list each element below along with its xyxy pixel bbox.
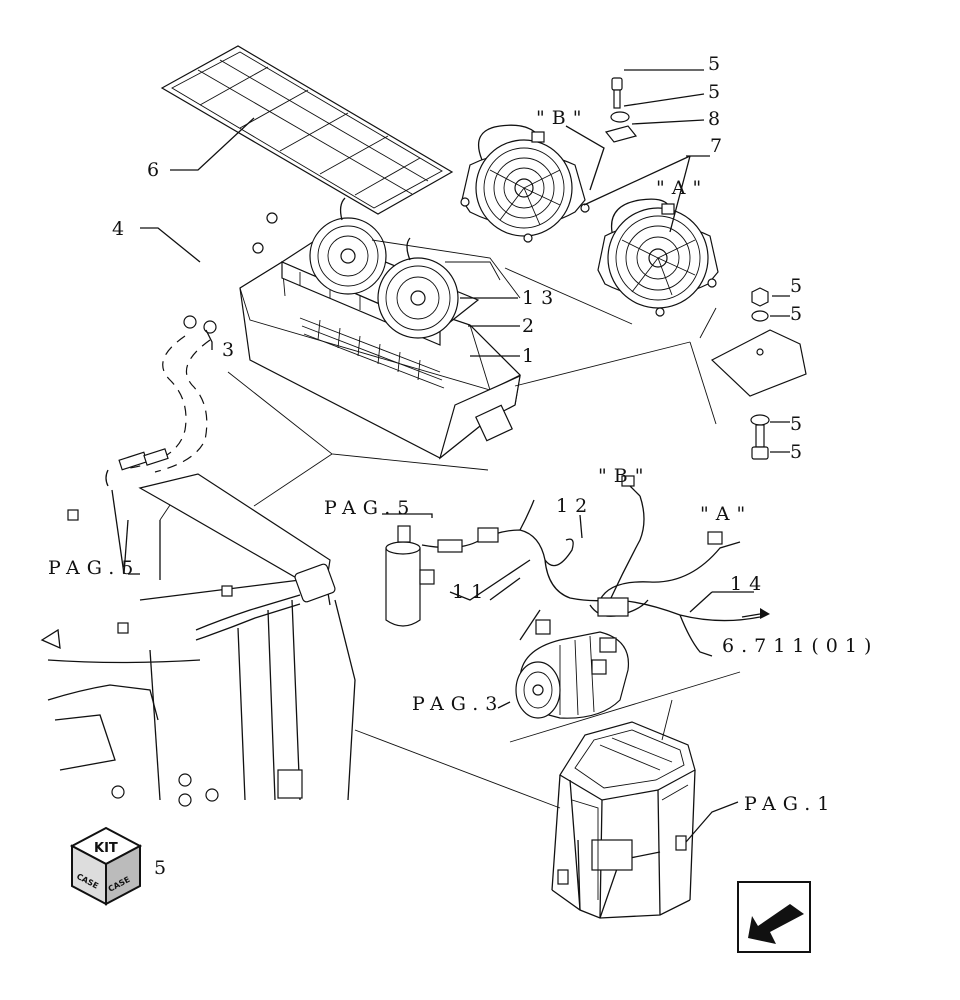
view-labels: "B" "A" "B" "A": [536, 107, 752, 525]
view-label-b-bottom: "B": [598, 465, 650, 487]
next-page-arrow-icon[interactable]: [737, 881, 811, 953]
callout-5-e: 5: [790, 413, 809, 435]
kit-badge-label: KIT: [94, 841, 118, 856]
page-ref-pag1[interactable]: PAG.1: [744, 793, 836, 815]
bolt-stack-upper: [604, 77, 638, 143]
callout-5-a: 5: [708, 53, 727, 75]
fan-a-upper: [597, 198, 719, 317]
callout-5-f: 5: [790, 441, 809, 463]
fan-on-unit-1: [309, 197, 387, 295]
view-label-a-top: "A": [656, 177, 708, 199]
cab-left-partial: [40, 473, 356, 807]
kit-box-icon: KIT CASE CASE: [69, 826, 143, 906]
fan-b-upper: [460, 124, 590, 243]
page-ref-pag5-left[interactable]: PAG.5: [48, 557, 140, 579]
callout-5-b: 5: [708, 81, 727, 103]
detail-lines-lower: [111, 489, 754, 843]
hoses: [174, 212, 278, 334]
callout-5-d: 5: [790, 303, 809, 325]
callout-5-c: 5: [790, 275, 809, 297]
cab-full: [551, 721, 696, 919]
receiver-drier: [385, 525, 435, 627]
callout-7: 7: [710, 135, 729, 157]
ac-unit-housing: [239, 261, 521, 460]
callout-12: 12: [556, 495, 594, 517]
callout-6: 6: [147, 159, 166, 181]
callout-8: 8: [708, 108, 727, 130]
page-references: PAG.5 PAG.5 PAG.3 PAG.1 6.711(01): [48, 497, 878, 815]
callout-13: 13: [522, 287, 560, 309]
callout-2: 2: [522, 315, 541, 337]
page-ref-pag3[interactable]: PAG.3: [412, 693, 504, 715]
fan-on-unit-2: [377, 237, 459, 339]
page-ref-6711[interactable]: 6.711(01): [722, 635, 878, 657]
wiring-harness: [421, 475, 770, 657]
filter-panel: [160, 45, 454, 215]
callout-3: 3: [222, 339, 241, 361]
callout-14: 14: [730, 573, 768, 595]
kit-number: 5: [154, 857, 173, 879]
unit-grille: [299, 317, 445, 389]
callout-4: 4: [112, 218, 131, 240]
mount-hardware-stack: [710, 287, 807, 460]
leader-lines: [140, 69, 790, 507]
view-label-b-top: "B": [536, 107, 588, 129]
callout-1: 1: [522, 345, 541, 367]
page-ref-pag5-center[interactable]: PAG.5: [324, 497, 416, 519]
callouts: 6 4 3 5 5 8 7 13 2 1 5 5 5 5 12 11 14: [112, 53, 809, 603]
hose-routing-dashed: [105, 335, 211, 487]
view-label-a-bottom: "A": [700, 503, 752, 525]
ac-compressor: [515, 631, 630, 719]
callout-11: 11: [452, 581, 490, 603]
